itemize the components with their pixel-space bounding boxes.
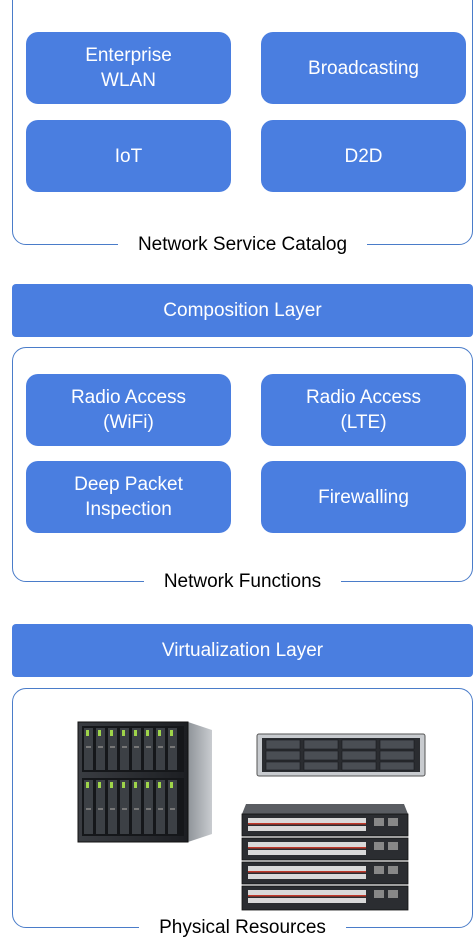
firewalling-box: Firewalling: [261, 461, 466, 533]
composition-layer-bar: Composition Layer: [12, 284, 473, 337]
enterprise-wlan-box: Enterprise WLAN: [26, 32, 231, 104]
network-functions-group: Network Functions: [12, 347, 473, 592]
iot-box: IoT: [26, 120, 231, 192]
network-switch-image: [241, 804, 409, 911]
broadcasting-box: Broadcasting: [261, 32, 466, 104]
physical-resources-group: Physical Resources: [12, 688, 473, 938]
virtualization-layer-bar: Virtualization Layer: [12, 624, 473, 677]
composition-layer-label: Composition Layer: [163, 299, 322, 321]
network-functions-caption: Network Functions: [13, 571, 472, 593]
radio-access-lte-box: Radio Access (LTE): [261, 374, 466, 446]
virtualization-layer-label: Virtualization Layer: [161, 639, 324, 661]
radio-access-wifi-box: Radio Access (WiFi): [26, 374, 231, 446]
deep-packet-inspection-box: Deep Packet Inspection: [26, 461, 231, 533]
physical-resources-caption: Physical Resources: [13, 917, 472, 939]
d2d-box: D2D: [261, 120, 466, 192]
service-catalog-group: Network Service Catalog: [12, 0, 473, 255]
service-catalog-caption: Network Service Catalog: [13, 234, 472, 256]
blade-server-image: [77, 721, 212, 843]
rack-server-image: [256, 733, 426, 777]
